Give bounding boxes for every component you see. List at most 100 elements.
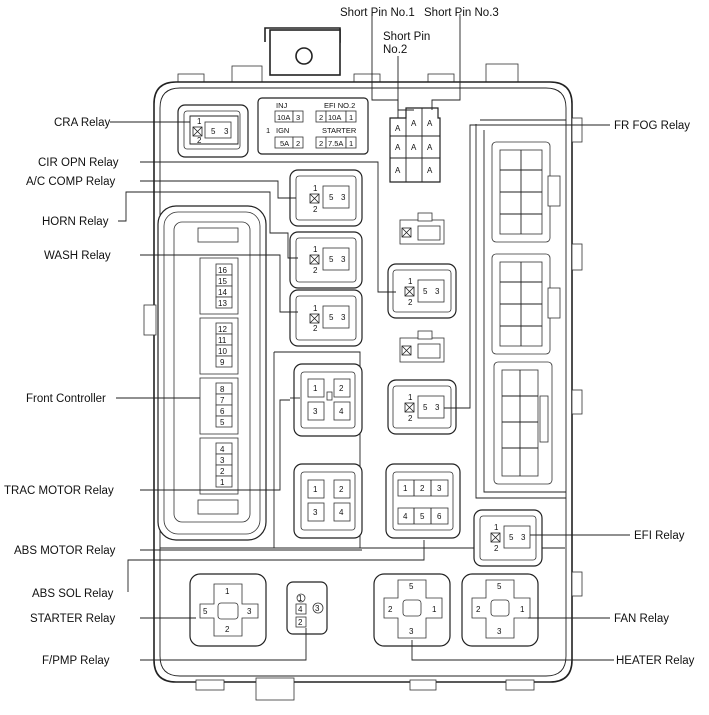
pin-4: 4 (403, 512, 408, 521)
pin-1: 1 (313, 304, 318, 313)
label-fpmp-relay: F/PMP Relay (42, 655, 110, 667)
fuse-efi-pin-left: 2 (319, 113, 323, 122)
pin-5: 5 (203, 607, 208, 616)
unlabeled-relay-socket-2 (399, 330, 445, 363)
right-connector-3 (493, 361, 553, 485)
label-front-controller: Front Controller (26, 393, 106, 405)
pin-4: 4 (339, 508, 344, 517)
pin-2: 2 (298, 618, 303, 627)
fuse-starter-label: STARTER (322, 126, 357, 135)
label-efi-relay: EFI Relay (634, 530, 685, 542)
label-short-pin-1: Short Pin No.1 (340, 7, 415, 19)
controller-pin: 12 (218, 325, 227, 334)
label-horn-relay: HORN Relay (42, 216, 109, 228)
pin-1: 1 (313, 485, 318, 494)
label-wash-relay: WASH Relay (44, 250, 111, 262)
efi-relay-socket: 1 2 5 3 (473, 509, 543, 567)
controller-pin: 3 (220, 456, 225, 465)
controller-pin: 13 (218, 299, 227, 308)
short-pin-cell: A (427, 143, 433, 152)
fuse-inj-label: INJ (276, 101, 288, 110)
controller-pin: 11 (218, 336, 227, 345)
pin-5: 5 (423, 403, 428, 412)
controller-pin: 1 (220, 478, 225, 487)
right-connector-2 (491, 253, 561, 355)
short-pin-cell: A (427, 166, 433, 175)
pin-1: 1 (520, 605, 525, 614)
short-pin-block: A A A A A A A A (389, 107, 441, 183)
pin-5: 5 (509, 533, 514, 542)
trac-motor-relay-socket: 1 2 3 4 (293, 463, 363, 539)
fuse-starter-pin-left: 2 (319, 139, 323, 148)
controller-pin: 5 (220, 418, 225, 427)
fr-fog-relay-socket: 1 2 5 3 (387, 379, 457, 435)
fuse-inj-pin: 3 (296, 113, 300, 122)
controller-pin: 7 (220, 396, 225, 405)
pin-2: 2 (476, 605, 481, 614)
pin-3: 3 (341, 193, 346, 202)
pin-2: 2 (313, 205, 318, 214)
label-fr-fog-relay: FR FOG Relay (614, 120, 690, 132)
pin-5: 5 (329, 255, 334, 264)
pin-5: 5 (420, 512, 425, 521)
pin-5: 5 (423, 287, 428, 296)
fpmp-relay-socket: 1 4 3 2 (286, 581, 328, 635)
label-short-pin-2-line2: No.2 (383, 44, 407, 56)
unlabeled-relay-socket-1 (399, 212, 445, 245)
pin-2: 2 (313, 324, 318, 333)
pin-3: 3 (435, 287, 440, 296)
pin-4: 4 (298, 605, 303, 614)
pin-2: 2 (408, 298, 413, 307)
controller-pin: 14 (218, 288, 227, 297)
right-connector-1 (491, 141, 561, 243)
front-controller-relay-socket: 1 2 3 4 (293, 363, 363, 437)
leader-lines (110, 14, 630, 661)
pin-3: 3 (247, 607, 252, 616)
pin-5: 5 (497, 582, 502, 591)
controller-pin: 6 (220, 407, 225, 416)
pin-5: 5 (409, 582, 414, 591)
fuse-ign-label: IGN (276, 126, 289, 135)
cra-relay-socket: 1 2 5 3 (177, 104, 249, 158)
short-pin-cell: A (427, 119, 433, 128)
controller-pin: 2 (220, 467, 225, 476)
label-cra-relay: CRA Relay (54, 117, 110, 129)
heater-relay-socket: 5 2 1 3 (373, 573, 451, 647)
label-ac-comp-relay: A/C COMP Relay (26, 176, 116, 188)
label-short-pin-2-line1: Short Pin (383, 31, 430, 43)
callout-labels: CRA Relay CIR OPN Relay A/C COMP Relay H… (4, 7, 695, 667)
label-abs-sol-relay: ABS SOL Relay (32, 588, 114, 600)
pin-3: 3 (497, 627, 502, 636)
pin-5: 5 (329, 193, 334, 202)
pin-1: 1 (313, 384, 318, 393)
pin-2: 2 (408, 414, 413, 423)
short-pin-cell: A (411, 119, 417, 128)
pin-5: 5 (329, 313, 334, 322)
pin-2: 2 (494, 544, 499, 553)
fuse-inj-amp: 10A (277, 113, 290, 122)
fuse-efi-pin-right: 1 (349, 113, 353, 122)
pin-2: 2 (420, 484, 425, 493)
pin-1: 1 (494, 523, 499, 532)
pin-3: 3 (409, 627, 414, 636)
pin-1: 1 (403, 484, 408, 493)
label-cir-opn-relay: CIR OPN Relay (38, 157, 119, 169)
short-pin-cell: A (411, 143, 417, 152)
fuse-efi-no2-label: EFI NO.2 (324, 101, 355, 110)
pin-2: 2 (339, 485, 344, 494)
label-short-pin-3: Short Pin No.3 (424, 7, 499, 19)
controller-pin: 9 (220, 358, 225, 367)
cra-pin-5: 5 (211, 127, 216, 136)
pin-1: 1 (408, 277, 413, 286)
label-abs-motor-relay: ABS MOTOR Relay (14, 545, 116, 557)
horn-relay-socket: 1 2 5 3 (289, 231, 363, 289)
pin-2: 2 (225, 625, 230, 634)
controller-pin: 15 (218, 277, 227, 286)
front-controller-connector: 16 15 14 13 12 11 10 9 8 7 6 5 4 3 2 1 (157, 205, 267, 541)
pin-3: 3 (341, 255, 346, 264)
wash-relay-socket: 1 2 5 3 (289, 289, 363, 347)
cra-pin-2: 2 (197, 136, 202, 145)
abs-sol-relay-socket: 1 2 3 4 5 6 (385, 463, 461, 539)
pin-3: 3 (313, 407, 318, 416)
label-heater-relay: HEATER Relay (616, 655, 695, 667)
